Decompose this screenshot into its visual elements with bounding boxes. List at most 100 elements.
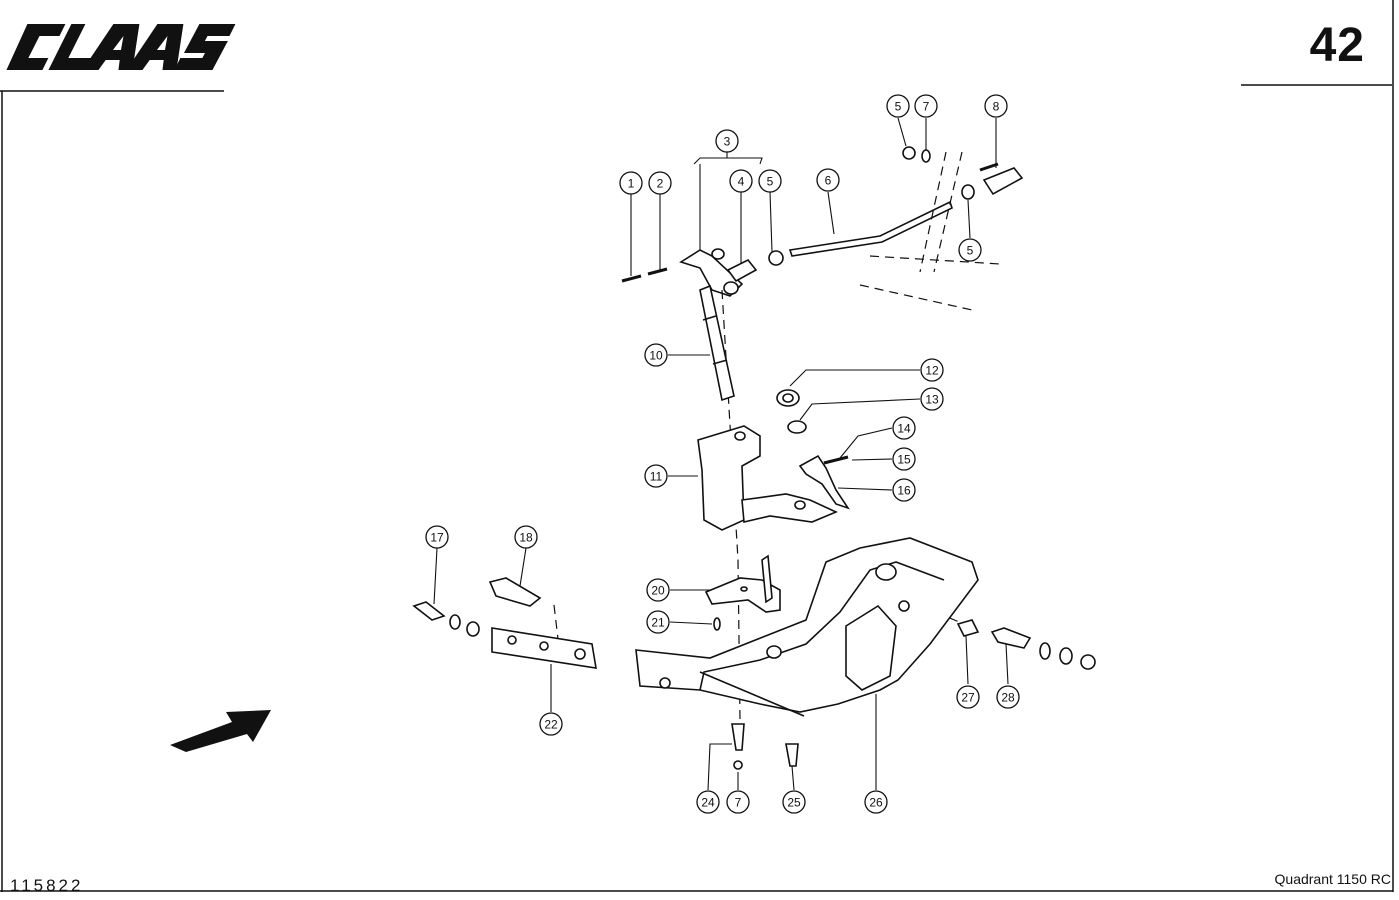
callout-circle bbox=[644, 343, 668, 367]
bolt-part-17 bbox=[412, 601, 446, 621]
callout-label: 22 bbox=[544, 718, 558, 732]
callout-circle bbox=[539, 712, 563, 736]
bolt-part-25 bbox=[785, 743, 799, 767]
callout-circle bbox=[892, 447, 916, 471]
callout-circle bbox=[996, 685, 1020, 709]
callout-circle bbox=[726, 790, 750, 814]
direction-arrow-icon bbox=[170, 710, 271, 752]
bushing-part-27 bbox=[956, 619, 980, 637]
rod-part-6 bbox=[788, 200, 953, 257]
callout-c15: 15 bbox=[892, 447, 916, 471]
callout-circle bbox=[816, 168, 840, 192]
callout-c7a: 7 bbox=[914, 94, 938, 118]
callout-label: 24 bbox=[701, 796, 715, 810]
bolt-part-18 bbox=[488, 577, 542, 607]
callout-c3: 3 bbox=[715, 129, 739, 153]
callout-c11: 11 bbox=[644, 464, 668, 488]
callout-circle bbox=[958, 238, 982, 262]
plate-part-20 bbox=[704, 554, 781, 631]
bolt-part-28 bbox=[990, 627, 1032, 649]
leader-lines bbox=[433, 117, 1009, 791]
callout-label: 10 bbox=[649, 349, 663, 363]
callout-label: 5 bbox=[767, 175, 774, 189]
shaft-part-10 bbox=[699, 284, 735, 402]
small-parts-right bbox=[776, 389, 850, 510]
fork-part-8 bbox=[982, 167, 1024, 196]
callout-circle bbox=[892, 416, 916, 440]
callout-label: 20 bbox=[651, 584, 665, 598]
callout-circle bbox=[782, 790, 806, 814]
callout-c12: 12 bbox=[920, 358, 944, 382]
callout-label: 6 bbox=[825, 174, 832, 188]
callout-circle bbox=[729, 169, 753, 193]
bottom-fasteners bbox=[731, 723, 799, 770]
callout-c26: 26 bbox=[864, 790, 888, 814]
callout-c21: 21 bbox=[646, 610, 670, 634]
callout-c13: 13 bbox=[920, 387, 944, 411]
callout-circle bbox=[644, 464, 668, 488]
callout-circle bbox=[886, 94, 910, 118]
callout-label: 14 bbox=[897, 422, 911, 436]
bracket-part-11 bbox=[697, 425, 838, 531]
callout-c10: 10 bbox=[644, 343, 668, 367]
frame-part-26 bbox=[635, 537, 979, 717]
callout-circle bbox=[920, 358, 944, 382]
callout-c20: 20 bbox=[646, 578, 670, 602]
callout-label: 17 bbox=[430, 531, 444, 545]
callout-label: 7 bbox=[923, 100, 930, 114]
callout-circle bbox=[956, 685, 980, 709]
callout-c16: 16 bbox=[892, 478, 916, 502]
callout-c1: 1 bbox=[619, 171, 643, 195]
latch-part-16 bbox=[798, 454, 850, 510]
callout-circle bbox=[758, 169, 782, 193]
callout-c7b: 7 bbox=[726, 790, 750, 814]
callout-label: 8 bbox=[993, 100, 1000, 114]
callout-c17: 17 bbox=[425, 525, 449, 549]
callout-label: 13 bbox=[925, 393, 939, 407]
callout-circle bbox=[425, 525, 449, 549]
callout-circle bbox=[914, 94, 938, 118]
callout-label: 7 bbox=[735, 796, 742, 810]
callout-label: 3 bbox=[724, 135, 731, 149]
callout-circle bbox=[646, 578, 670, 602]
callout-c4: 4 bbox=[729, 169, 753, 193]
callout-circle bbox=[514, 525, 538, 549]
pin-part-2 bbox=[647, 267, 668, 276]
callout-c25: 25 bbox=[782, 790, 806, 814]
callout-label: 16 bbox=[897, 484, 911, 498]
callout-label: 26 bbox=[869, 796, 883, 810]
callout-circle bbox=[864, 790, 888, 814]
callout-label: 11 bbox=[650, 470, 663, 484]
callout-label: 5 bbox=[967, 244, 974, 258]
pin-part-1 bbox=[621, 274, 642, 283]
callout-circle bbox=[646, 610, 670, 634]
upper-linkage bbox=[621, 146, 1024, 297]
callout-circle bbox=[619, 171, 643, 195]
callout-circle bbox=[648, 171, 672, 195]
callout-circle bbox=[696, 790, 720, 814]
nut-part-5 bbox=[768, 250, 784, 266]
bolt-part-24 bbox=[731, 723, 745, 751]
callout-c28: 28 bbox=[996, 685, 1020, 709]
callout-label: 1 bbox=[628, 177, 635, 191]
claas-logo bbox=[6, 24, 236, 70]
callout-label: 5 bbox=[895, 100, 902, 114]
callout-c5b: 5 bbox=[886, 94, 910, 118]
callout-c8: 8 bbox=[984, 94, 1008, 118]
callout-c24: 24 bbox=[696, 790, 720, 814]
callout-c5c: 5 bbox=[958, 238, 982, 262]
pin-part-21 bbox=[713, 617, 721, 631]
callout-circle bbox=[892, 478, 916, 502]
callout-label: 25 bbox=[787, 796, 801, 810]
callout-c14: 14 bbox=[892, 416, 916, 440]
callout-label: 15 bbox=[897, 453, 911, 467]
document-number: 115822 bbox=[10, 876, 84, 895]
callout-c2: 2 bbox=[648, 171, 672, 195]
callout-label: 2 bbox=[657, 177, 664, 191]
page-number: 42 bbox=[1309, 19, 1365, 72]
right-fasteners bbox=[956, 619, 1096, 670]
callout-circle bbox=[984, 94, 1008, 118]
